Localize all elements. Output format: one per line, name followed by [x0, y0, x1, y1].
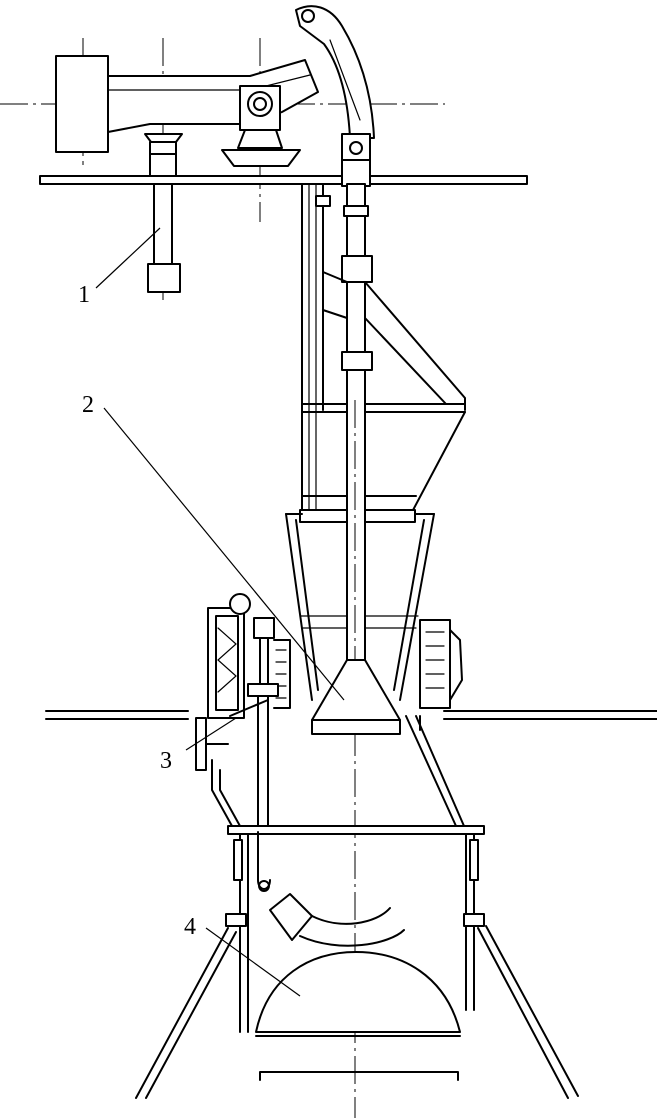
label-4: 4: [184, 914, 196, 940]
label-2: 2: [82, 392, 94, 418]
rotating-arm: [55, 5, 375, 167]
right-fittings: [419, 619, 463, 709]
label-3: 3: [160, 748, 172, 774]
valve-mechanism: [195, 593, 291, 833]
support-column: [147, 153, 181, 293]
main-deck: [45, 710, 657, 720]
top-deck-plate: [39, 175, 528, 185]
discharge-bowl: [135, 831, 579, 1099]
hopper-funnel: [285, 271, 466, 701]
label-1: 1: [78, 282, 90, 308]
guide-rails: [301, 183, 331, 521]
plunger-rod: [311, 159, 401, 735]
leader-lines: [95, 227, 345, 997]
transition-body: [211, 715, 485, 835]
